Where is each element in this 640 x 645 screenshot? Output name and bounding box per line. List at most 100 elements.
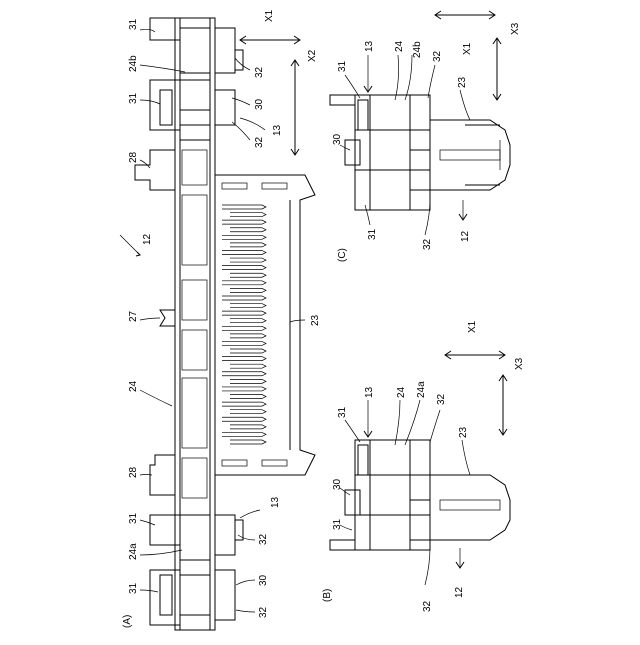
cavity-top-2 (180, 80, 210, 110)
terminal-pin (230, 410, 266, 414)
c-block-30 (345, 140, 360, 165)
axis-x1-b: X1 (467, 320, 478, 333)
ref-23-a: 23 (310, 314, 321, 326)
ref-13-c: 13 (364, 40, 375, 52)
view-a (135, 18, 315, 630)
terminal-pin (222, 357, 266, 361)
ref-32-a3: 32 (258, 533, 269, 545)
pocket-5 (182, 378, 207, 448)
ref-32-a1: 32 (254, 66, 265, 78)
frame-slot-1 (222, 183, 247, 189)
labels: (A) (B) (C) X1 X2 X1 X3 X1 X3 31 24b 31 … (122, 9, 525, 628)
flange-b-bottom (330, 540, 355, 550)
block-30 (215, 90, 235, 125)
leader-31-c2 (365, 205, 370, 225)
c-latch (358, 100, 368, 130)
axis-x3-c: X3 (510, 22, 521, 35)
pocket-1 (182, 150, 207, 185)
leader-30-a2 (236, 580, 255, 585)
terminal-pin (222, 296, 266, 300)
terminal-pin (230, 440, 266, 444)
ref-23-c: 23 (457, 76, 468, 88)
terminal-pin (222, 235, 266, 239)
cavity-bottom-2 (180, 575, 210, 615)
ref-31-a3: 31 (128, 512, 139, 524)
cavity-top-3 (180, 125, 210, 140)
boss-27 (160, 310, 175, 326)
terminal-pin (230, 304, 266, 308)
leader-13-a (240, 118, 265, 130)
terminal-pin (222, 417, 266, 421)
ref-12-c: 12 (460, 230, 471, 242)
terminal-pin (230, 243, 266, 247)
boss-28-top (135, 150, 175, 190)
terminal-pin (222, 266, 266, 270)
ref-30-c: 30 (332, 133, 343, 145)
ref-28-a1: 28 (128, 151, 139, 163)
ref-24a-b: 24a (416, 381, 427, 398)
terminal-pin (230, 379, 266, 383)
terminal-pin (222, 281, 266, 285)
ref-32-c1: 32 (432, 50, 443, 62)
b-block-32 (410, 500, 430, 540)
ref-31-a1: 31 (128, 18, 139, 30)
block-30-bottom (215, 570, 235, 620)
ref-24b-a: 24b (128, 55, 139, 72)
c-plug-slot (440, 150, 500, 160)
flange-c-top (330, 95, 355, 105)
b-latch (358, 445, 368, 475)
frame-slot-4 (262, 460, 287, 466)
ref-32-b2: 32 (422, 600, 433, 612)
leader-23-b (462, 440, 470, 475)
terminal-array (222, 205, 266, 444)
ref-13-a2: 13 (270, 496, 281, 508)
terminal-pin (222, 341, 266, 345)
ref-32-a2: 32 (254, 136, 265, 148)
terminal-pin (222, 311, 266, 315)
b-plug-23 (430, 475, 510, 540)
axis-arrows-a (240, 36, 300, 155)
leader-12-a-head (136, 252, 140, 256)
leader-24-b (395, 400, 400, 445)
ref-31-a2: 31 (128, 92, 139, 104)
leader-28-top (140, 160, 150, 168)
terminal-pin (222, 326, 266, 330)
c-plug-23 (430, 105, 510, 190)
ref-30-b: 30 (332, 478, 343, 490)
axis-x1-a: X1 (264, 9, 275, 22)
ref-32-b1: 32 (436, 393, 447, 405)
leader-23-c (460, 90, 470, 120)
ref-12-b: 12 (454, 586, 465, 598)
latch-31 (160, 90, 172, 125)
view-label-a: (A) (122, 615, 133, 628)
terminal-pin (230, 319, 266, 323)
ref-32-a4: 32 (258, 606, 269, 618)
terminal-pin (222, 372, 266, 376)
pocket-3 (182, 280, 207, 320)
terminal-pin (230, 425, 266, 429)
leader-27 (140, 318, 160, 320)
ref-31-b2: 31 (332, 518, 343, 530)
boss-28-bottom (150, 455, 175, 495)
ref-12-a: 12 (142, 233, 153, 245)
ref-31-b1: 31 (337, 406, 348, 418)
leader-32-b2 (425, 548, 430, 585)
terminal-pin (222, 220, 266, 224)
terminal-pin (222, 387, 266, 391)
b-block-30 (345, 490, 360, 515)
axis-x3-b: X3 (514, 357, 525, 370)
latch-31-bottom (160, 575, 172, 615)
axis-x1-c: X1 (462, 42, 473, 55)
pocket-4 (182, 330, 207, 370)
terminal-pin (230, 395, 266, 399)
leader-24b-c (405, 55, 412, 100)
ref-24-c: 24 (394, 40, 405, 52)
cavity-24a (180, 515, 210, 560)
ref-24a-a: 24a (128, 543, 139, 560)
terminal-pin (230, 273, 266, 277)
leader-31-a1 (140, 29, 155, 32)
leader-32-a3 (238, 535, 255, 540)
frame-slot-3 (222, 460, 247, 466)
